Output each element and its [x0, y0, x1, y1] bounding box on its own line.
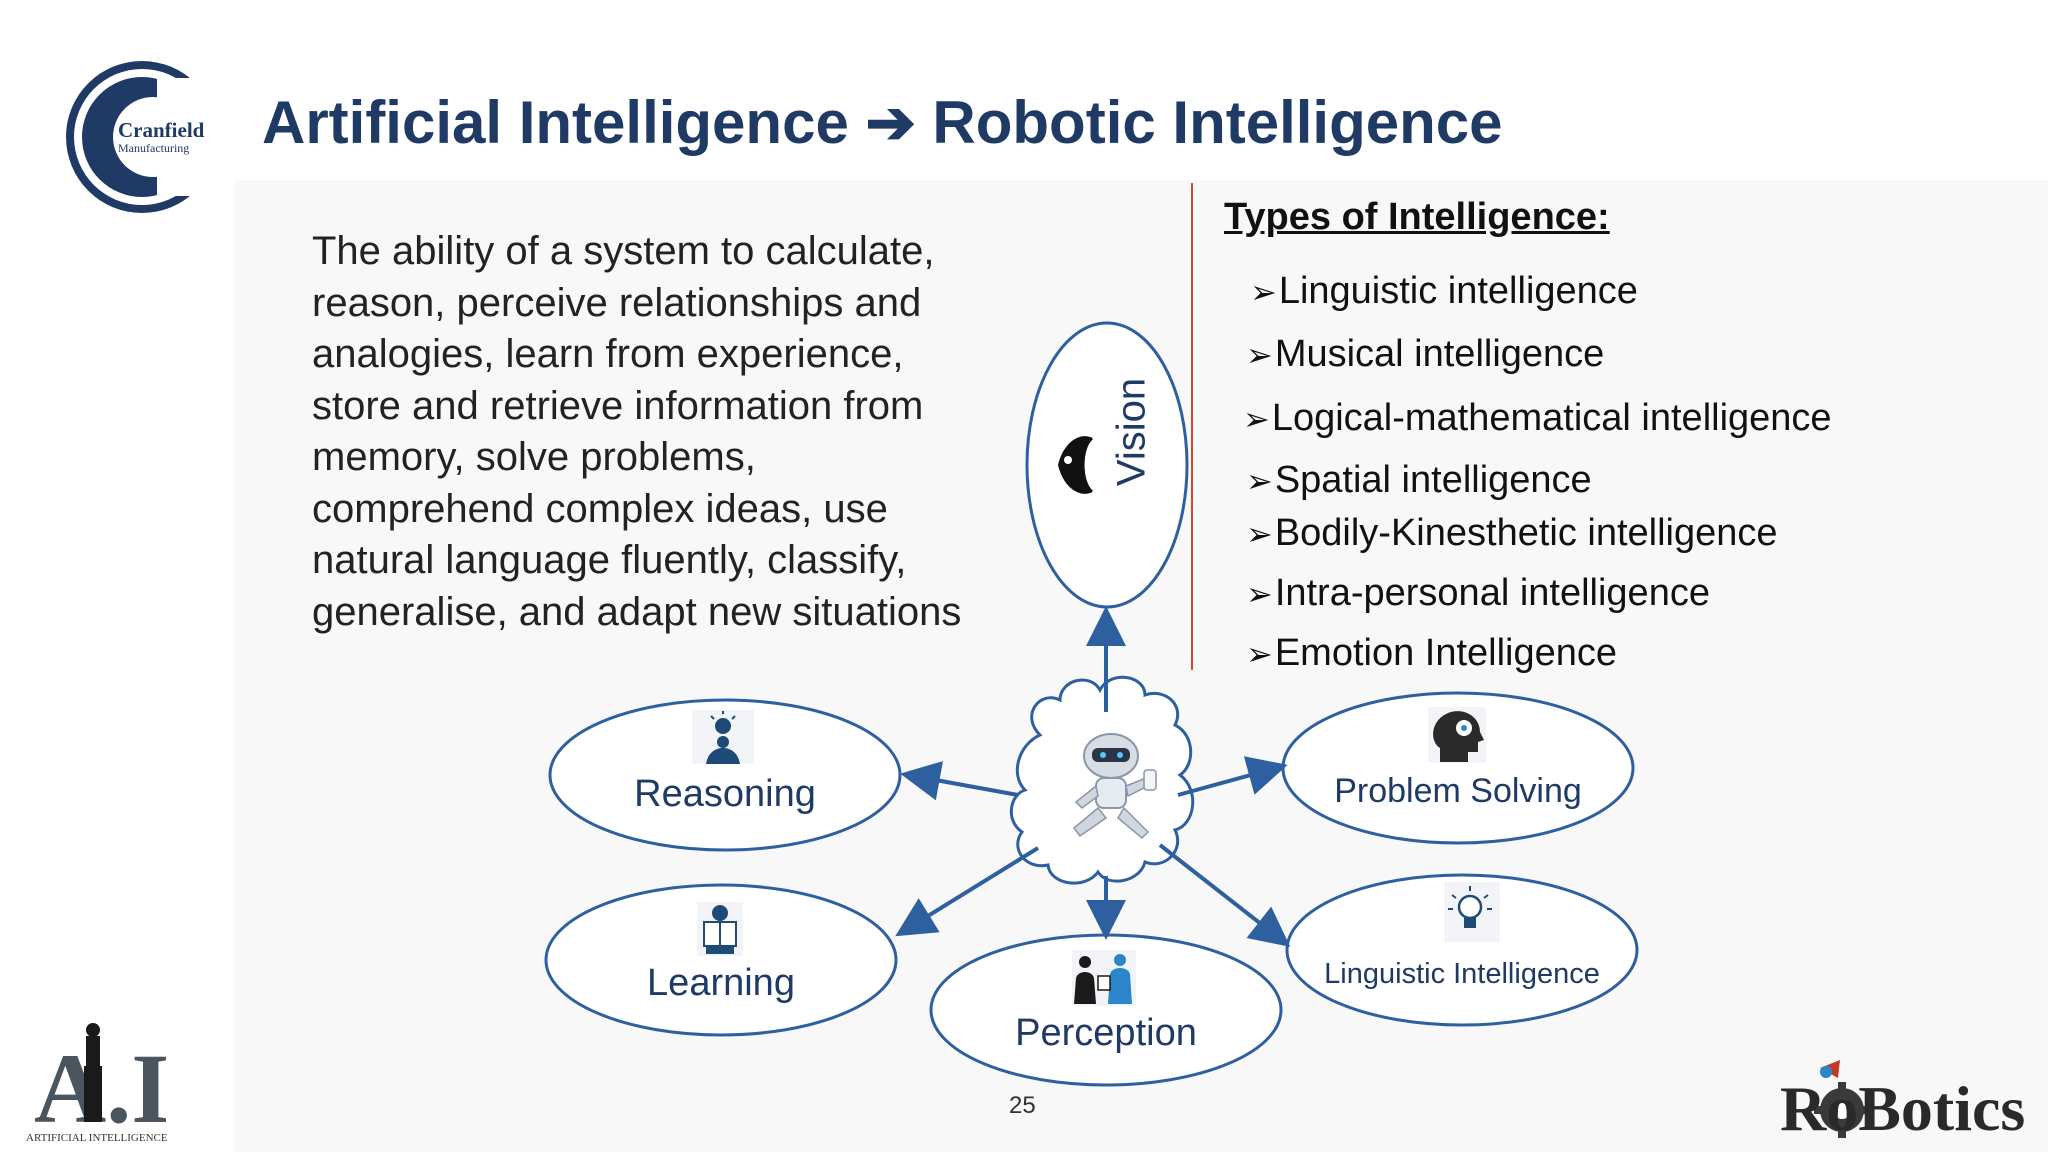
logo-subtitle: Manufacturing — [118, 141, 190, 155]
arrow-to-linguistic — [1158, 843, 1291, 947]
types-item: ➢Bodily-Kinesthetic intelligence — [1246, 512, 1778, 554]
linguistic-label: Linguistic Intelligence — [1324, 958, 1600, 990]
divider — [1191, 183, 1193, 670]
head-gear-icon — [1428, 707, 1486, 763]
types-heading: Types of Intelligence: — [1224, 196, 1610, 238]
svg-text:RoBotics: RoBotics — [1780, 1073, 2025, 1140]
logo-wordmark: Cranfield — [118, 118, 205, 142]
arrow-to-problem-solving — [1177, 756, 1288, 797]
page-number: 25 — [1009, 1092, 1036, 1119]
linguistic-node — [1285, 873, 1639, 1027]
two-people-icon — [1072, 950, 1136, 1006]
lightbulb-person-icon — [692, 710, 754, 764]
ai-caption: ARTIFICIAL INTELLIGENCE — [26, 1132, 168, 1144]
types-item: ➢Logical-mathematical intelligence — [1243, 397, 1832, 439]
types-item: ➢Musical intelligence — [1246, 333, 1605, 375]
arrow-to-reasoning — [900, 761, 1019, 801]
perception-label: Perception — [1015, 1012, 1197, 1054]
vision-node — [1025, 321, 1189, 609]
slide-title: Artificial Intelligence ➔ Robotic Intell… — [262, 89, 1503, 156]
learning-node — [544, 883, 898, 1037]
types-item: ➢Intra-personal intelligence — [1246, 572, 1710, 614]
types-item: ➢Linguistic intelligence — [1250, 270, 1638, 312]
learning-label: Learning — [647, 962, 795, 1004]
reading-person-icon — [697, 902, 743, 956]
types-item: ➢Spatial intelligence — [1246, 459, 1592, 501]
cranfield-logo — [66, 61, 221, 213]
reasoning-node — [548, 698, 902, 852]
robot-icon — [1072, 733, 1157, 840]
reasoning-label: Reasoning — [634, 773, 816, 815]
vision-label: Vision — [1109, 377, 1154, 487]
arrow-to-learning — [895, 846, 1040, 937]
robotics-logo: RoBotics — [1780, 1060, 2025, 1140]
types-item: ➢Emotion Intelligence — [1246, 632, 1618, 674]
ai-logo: A.I. — [34, 1023, 166, 1144]
eye-icon — [1058, 436, 1094, 494]
definition-text: The ability of a system to calculate, re… — [312, 229, 962, 634]
problem-solving-label: Problem Solving — [1334, 772, 1582, 810]
lightbulb-icon — [1444, 882, 1500, 942]
